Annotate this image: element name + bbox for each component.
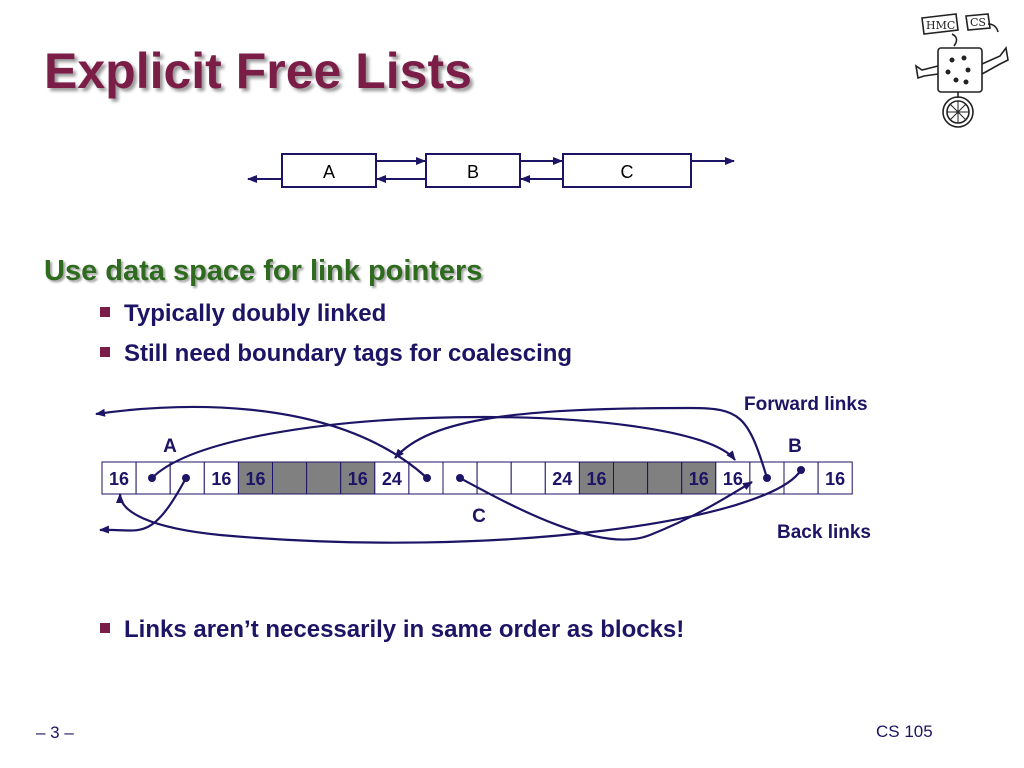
memory-cell-value: 16 <box>689 469 709 489</box>
list-node-c-label: C <box>621 162 634 182</box>
forward-link-c-to-list-end <box>459 477 753 541</box>
bullet-item: Still need boundary tags for coalescing <box>100 340 572 368</box>
memory-cell <box>306 461 342 495</box>
list-node-b-label: B <box>467 162 479 182</box>
svg-text:CS: CS <box>970 16 986 29</box>
block-label-a: A <box>163 436 177 457</box>
memory-cell-value: 16 <box>109 469 129 489</box>
memory-cell <box>237 461 273 495</box>
memory-cell <box>272 461 308 495</box>
memory-cell <box>647 461 683 495</box>
block-label-b: B <box>788 436 802 457</box>
back-link-b-to-a <box>116 469 802 544</box>
memory-cell <box>578 461 615 495</box>
memory-cell-value: 24 <box>552 469 572 489</box>
bullet-text: Links aren’t necessarily in same order a… <box>124 616 685 643</box>
bullet-item: Links aren’t necessarily in same order a… <box>100 616 684 644</box>
bullet-text: Typically doubly linked <box>124 300 387 327</box>
list-links <box>247 157 735 183</box>
block-label-c: C <box>472 506 486 527</box>
memory-cell <box>101 461 137 495</box>
memory-cell <box>544 461 580 495</box>
back-link-a-to-list-start <box>99 477 187 534</box>
memory-cell <box>340 461 376 495</box>
memory-cell-value: 16 <box>723 469 743 489</box>
back-links-label: Back links <box>777 522 871 543</box>
bullet-square <box>100 347 110 357</box>
list-node-b <box>425 153 521 188</box>
forward-link-a-to-b <box>151 415 736 479</box>
slide-title: Explicit Free Lists <box>44 43 472 99</box>
memory-cell <box>476 461 512 495</box>
memory-cell <box>613 461 649 495</box>
page-number: – 3 – <box>36 723 74 742</box>
memory-cell-value: 16 <box>348 469 368 489</box>
memory-cell <box>374 461 410 495</box>
forward-link-b-out <box>394 406 769 479</box>
bullet-square <box>100 307 110 317</box>
list-node-c <box>562 153 692 188</box>
bullet-item: Typically doubly linked <box>100 300 386 328</box>
hmc-cs-logo: HMC CS <box>914 13 1009 128</box>
back-link-c-to-list-start <box>95 405 428 479</box>
pointer-dots <box>148 466 805 482</box>
memory-cell-value: 16 <box>825 469 845 489</box>
course-label: CS 105 <box>876 722 933 741</box>
memory-links <box>95 405 802 544</box>
bullet-square <box>100 623 110 633</box>
memory-cell-value: 16 <box>211 469 231 489</box>
memory-cell-value: 24 <box>382 469 402 489</box>
list-node-a <box>281 153 377 188</box>
linked-list-top: A B C <box>281 153 692 188</box>
memory-cell <box>681 461 717 495</box>
bullet-text: Still need boundary tags for coalescing <box>124 340 573 367</box>
subheading: Use data space for link pointers <box>44 255 483 287</box>
list-node-a-label: A <box>323 162 335 182</box>
forward-links-label: Forward links <box>744 394 868 415</box>
memory-cell-value: 16 <box>245 469 265 489</box>
memory-cell-value: 16 <box>586 469 606 489</box>
memory-cell <box>203 461 239 495</box>
svg-text:HMC: HMC <box>926 19 955 32</box>
memory-cell <box>510 461 546 495</box>
memory-cell <box>817 461 853 495</box>
